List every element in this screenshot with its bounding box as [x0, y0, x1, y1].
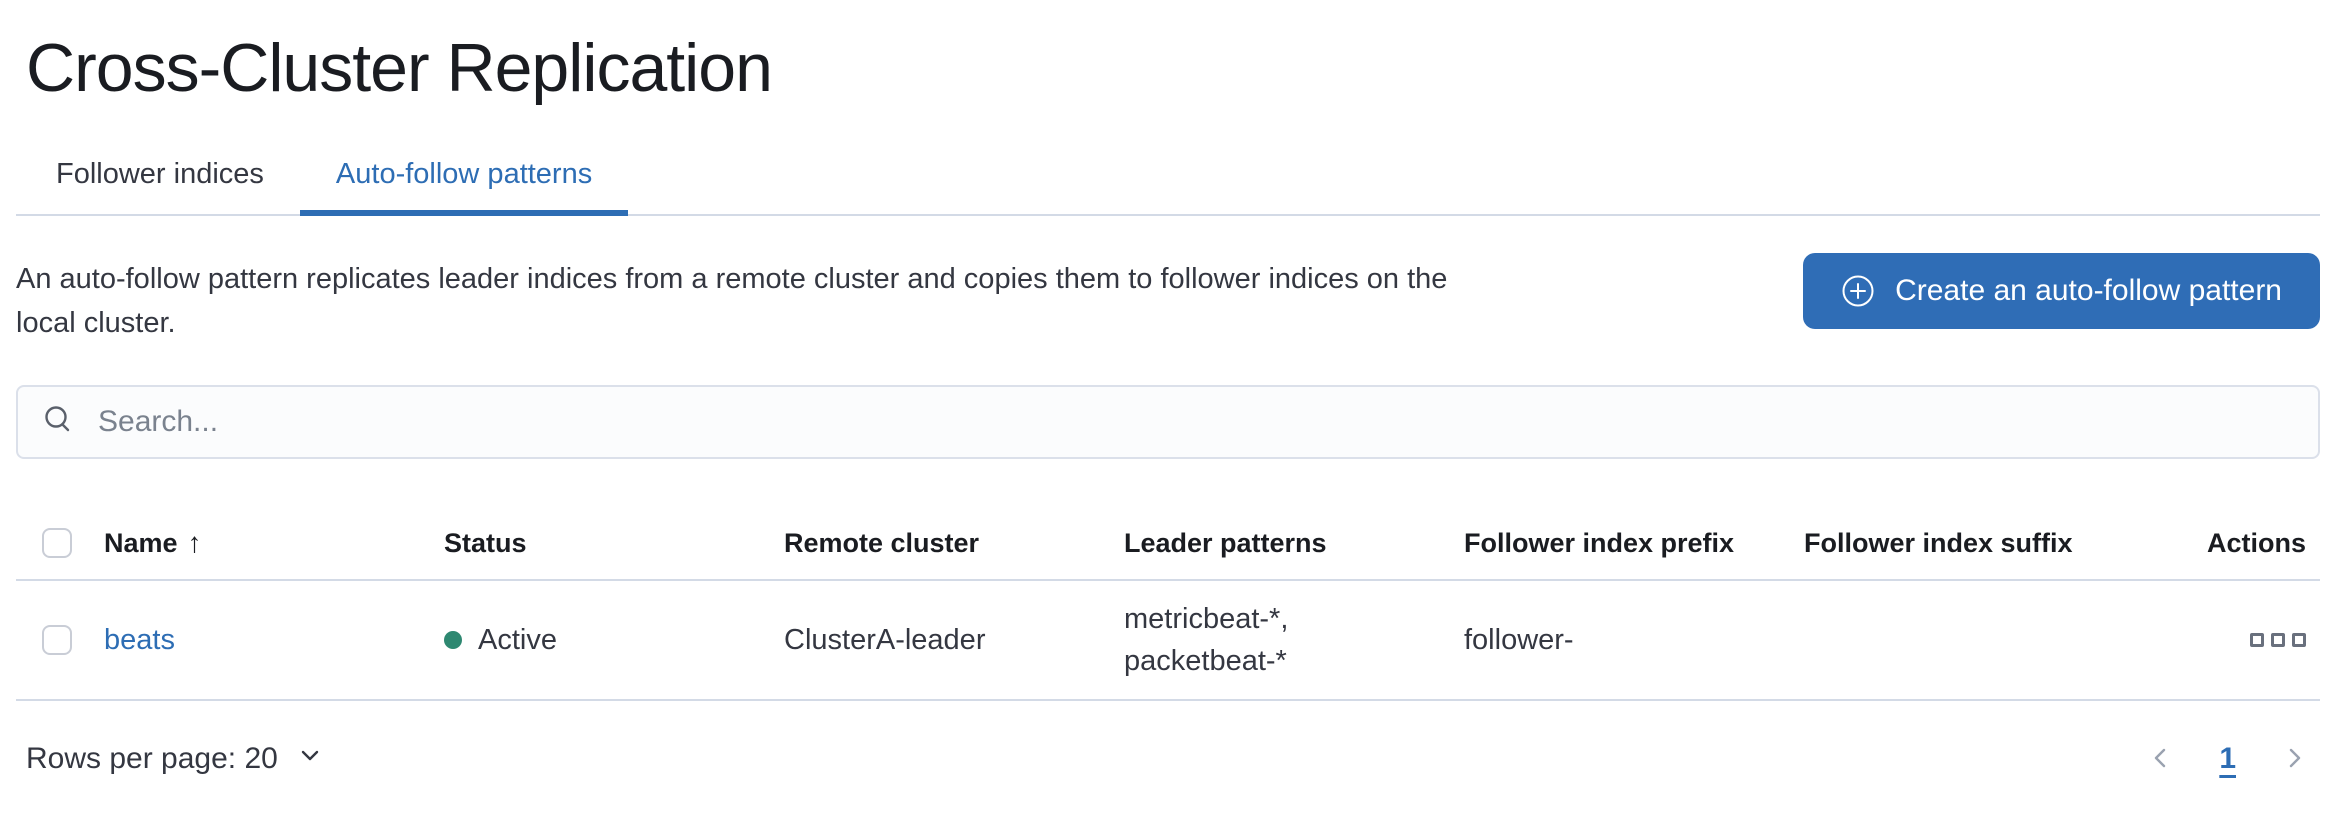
chevron-down-icon	[296, 741, 324, 777]
select-row-checkbox[interactable]	[42, 625, 72, 655]
page-description: An auto-follow pattern replicates leader…	[16, 253, 1447, 345]
column-header-status: Status	[444, 527, 527, 558]
column-header-remote-cluster: Remote cluster	[784, 527, 980, 558]
page-title: Cross-Cluster Replication	[26, 30, 773, 106]
description-line-1: An auto-follow pattern replicates leader…	[16, 263, 1448, 295]
status-active-dot-icon	[444, 631, 462, 649]
select-all-cell	[16, 508, 90, 578]
description-line-2: local cluster.	[16, 307, 176, 339]
pattern-name-link[interactable]: beats	[104, 623, 175, 656]
tab-follower-indices[interactable]: Follower indices	[56, 158, 264, 190]
select-row-cell	[16, 608, 90, 672]
follower-index-suffix-cell	[1790, 623, 2130, 657]
status-cell: Active	[430, 607, 770, 674]
search-bar	[16, 385, 2320, 459]
remote-cluster-cell: ClusterA-leader	[784, 623, 986, 656]
create-auto-follow-pattern-button[interactable]: Create an auto-follow pattern	[1803, 253, 2320, 329]
leader-pattern-2: packetbeat-*	[1124, 645, 1287, 677]
select-all-checkbox[interactable]	[42, 528, 72, 558]
pagination: 1	[2145, 742, 2310, 776]
sort-ascending-arrow-icon: ↑	[187, 527, 202, 558]
column-header-follower-index-prefix: Follower index prefix	[1464, 527, 1735, 558]
column-header-follower-index-suffix: Follower index suffix	[1804, 527, 2073, 558]
follower-index-prefix-cell: follower-	[1464, 623, 1574, 656]
actions-cell	[2236, 616, 2320, 664]
intro-section: An auto-follow pattern replicates leader…	[16, 253, 2320, 345]
auto-follow-patterns-table: Name ↑ Status Remote cluster Leader patte…	[16, 507, 2320, 701]
leader-pattern-1: metricbeat-*,	[1124, 603, 1289, 635]
create-button-label: Create an auto-follow pattern	[1895, 274, 2282, 307]
column-header-name-label: Name	[104, 528, 178, 558]
rows-per-page-label: Rows per page: 20	[26, 742, 278, 775]
previous-page-button[interactable]	[2145, 743, 2175, 776]
tab-auto-follow-patterns[interactable]: Auto-follow patterns	[299, 158, 629, 216]
chevron-left-icon	[2145, 748, 2175, 776]
tabs-bar: Follower indices Auto-follow patterns	[16, 158, 2320, 216]
search-icon	[40, 402, 76, 443]
leader-patterns-cell: metricbeat-*, packetbeat-*	[1110, 581, 1450, 699]
column-header-leader-patterns: Leader patterns	[1124, 527, 1327, 558]
name-cell: beats	[90, 607, 430, 674]
chevron-right-icon	[2280, 748, 2310, 776]
column-header-actions: Actions	[2206, 527, 2306, 558]
plus-in-circle-icon	[1841, 274, 1875, 308]
boxes-horizontal-icon[interactable]	[2250, 633, 2306, 647]
next-page-button[interactable]	[2280, 743, 2310, 776]
rows-per-page-button[interactable]: Rows per page: 20	[26, 741, 324, 777]
table-header-row: Name ↑ Status Remote cluster Leader patte…	[16, 507, 2320, 581]
search-input[interactable]	[96, 404, 2296, 440]
page-number-current[interactable]: 1	[2219, 742, 2236, 775]
status-label: Active	[478, 623, 557, 656]
column-header-name[interactable]: Name ↑	[90, 507, 430, 579]
table-row: beats Active ClusterA-leader metricbeat-…	[16, 581, 2320, 701]
table-footer: Rows per page: 20 1	[26, 741, 2310, 777]
